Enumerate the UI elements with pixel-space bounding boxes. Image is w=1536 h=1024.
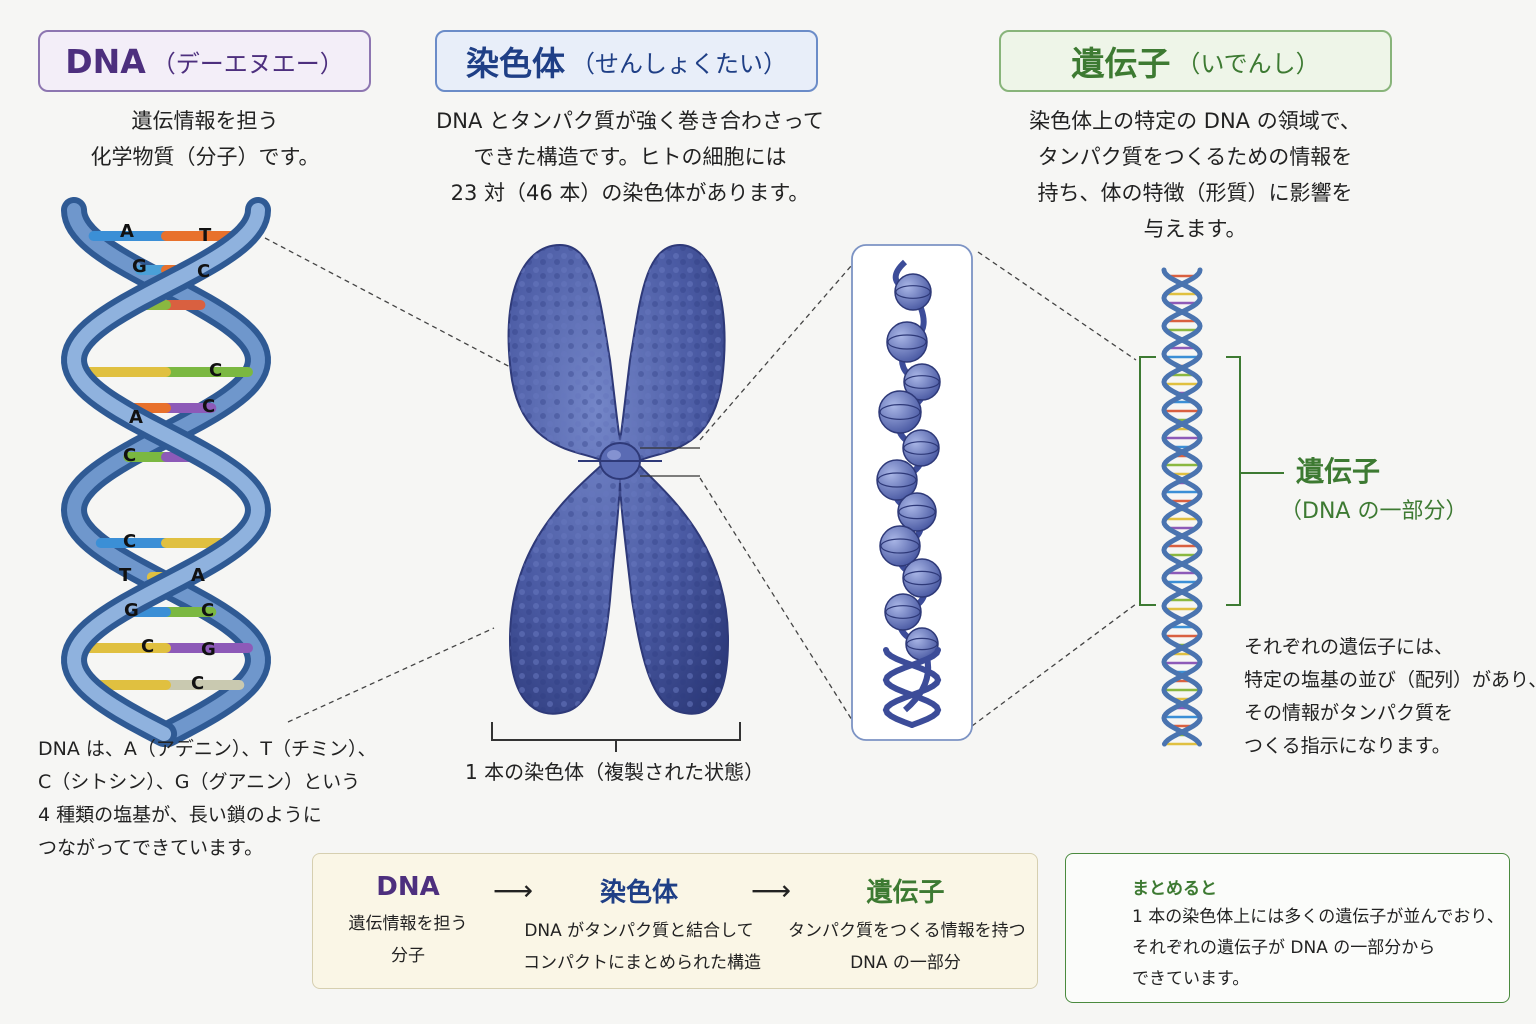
dna-description: 遺伝情報を担う 化学物質（分子）です。 — [60, 103, 350, 175]
summary-dna-title: DNA — [376, 872, 440, 902]
summary-dna: DNA 遺伝情報を担う 分子 — [333, 872, 483, 972]
gene-desc-line: 持ち、体の特徴（形質）に影響を — [1037, 181, 1353, 205]
gene-note-line: 特定の塩基の並び（配列）があり、 — [1244, 669, 1536, 691]
summary-chromosome-title: 染色体 — [599, 878, 678, 908]
gene-description: 染色体上の特定の DNA の領域で、 タンパク質をつくるための情報を 持ち、体の… — [1000, 103, 1390, 247]
chromosome-description: DNA とタンパク質が強く巻き合わさって できた構造です。ヒトの細胞には 23 … — [420, 103, 840, 211]
base-letter: C — [202, 396, 216, 417]
summary-box: DNA 遺伝情報を担う 分子 ⟶ 染色体 DNA がタンパク質と結合して コンパ… — [312, 853, 1038, 989]
conclusion-text: 1 本の染色体上には多くの遺伝子が並んでおり、 それぞれの遺伝子が DNA の一… — [1132, 902, 1504, 995]
dna-reading: （デーエヌエー） — [151, 49, 344, 78]
conclusion-box: まとめると 1 本の染色体上には多くの遺伝子が並んでおり、 それぞれの遺伝子が … — [1065, 853, 1510, 1003]
connector-lines — [264, 237, 1137, 727]
dna-note-line: C（シトシン）、G（グアニン）という — [38, 771, 361, 793]
chromosome-desc-line: できた構造です。ヒトの細胞には — [473, 145, 787, 169]
chromosome-caption: 1 本の染色体（複製された状態） — [465, 760, 765, 784]
gene-desc-line: タンパク質をつくるための情報を — [1037, 145, 1353, 169]
summary-chromosome-line: コンパクトにまとめられた構造 — [523, 953, 761, 973]
gene-label-sub: （DNA の一部分） — [1280, 499, 1468, 524]
gene-helix — [1161, 267, 1203, 747]
base-letter: C — [123, 531, 137, 552]
base-letter: T — [199, 225, 212, 246]
dna-desc-line: 遺伝情報を担う — [131, 109, 279, 133]
base-letter: C — [141, 636, 155, 657]
base-letter: A — [129, 407, 143, 428]
gene-reading: （いでんし） — [1176, 49, 1320, 78]
gene-note-line: つくる指示になります。 — [1244, 735, 1451, 757]
conclusion-line: 1 本の染色体上には多くの遺伝子が並んでおり、 — [1132, 907, 1504, 927]
chromosome-title: 染色体 — [466, 44, 565, 83]
dna-note-line: つながってできています。 — [38, 837, 264, 859]
dna-desc-line: 化学物質（分子）です。 — [90, 145, 320, 169]
summary-gene-title: 遺伝子 — [866, 878, 945, 908]
base-letter: C — [209, 360, 223, 381]
conclusion-line: それぞれの遺伝子が DNA の一部分から — [1132, 938, 1436, 958]
summary-gene-line: DNA の一部分 — [850, 953, 961, 973]
conclusion-line: できています。 — [1132, 969, 1250, 989]
dna-title-box: DNA （デーエヌエー） — [38, 30, 371, 92]
chromosome-title-box: 染色体 （せんしょくたい） — [435, 30, 818, 92]
gene-title: 遺伝子 — [1071, 44, 1171, 83]
base-letter: A — [120, 221, 134, 242]
base-letter: G — [132, 256, 147, 277]
coiled-dna-zoom — [851, 244, 973, 741]
gene-desc-line: 染色体上の特定の DNA の領域で、 — [1029, 109, 1361, 133]
summary-dna-line: 遺伝情報を担う — [348, 914, 468, 934]
base-letter: G — [201, 639, 216, 660]
summary-chromosome-line: DNA がタンパク質と結合して — [524, 921, 754, 941]
gene-title-box: 遺伝子 （いでんし） — [999, 30, 1392, 92]
dna-title: DNA — [65, 41, 146, 81]
dna-note-line: 4 種類の塩基が、長い鎖のように — [38, 804, 322, 826]
chromosome-desc-line: 23 対（46 本）の染色体があります。 — [450, 181, 810, 205]
base-letter: C — [191, 673, 205, 694]
gene-note-line: それぞれの遺伝子には、 — [1244, 636, 1454, 658]
conclusion-title: まとめると — [1132, 879, 1217, 899]
dna-note-line: DNA は、A（アデニン）、T（チミン）、 — [38, 738, 377, 760]
summary-chromosome: 染色体 DNA がタンパク質と結合して コンパクトにまとめられた構造 — [523, 872, 761, 979]
base-letter: G — [124, 600, 139, 621]
base-letter: T — [119, 565, 132, 586]
dna-note: DNA は、A（アデニン）、T（チミン）、 C（シトシン）、G（グアニン）という… — [38, 733, 377, 865]
chromosome-bracket — [491, 722, 741, 752]
summary-gene-line: タンパク質をつくる情報を持つ — [788, 921, 1026, 941]
chromosome-illustration — [507, 243, 730, 715]
dna-helix — [60, 197, 272, 747]
base-letter: C — [201, 600, 215, 621]
summary-arrow: ⟶ — [751, 874, 792, 907]
summary-dna-line: 分子 — [391, 946, 425, 966]
chromosome-reading: （せんしょくたい） — [571, 49, 787, 78]
gene-label: 遺伝子 — [1296, 455, 1381, 488]
base-letter: C — [197, 261, 211, 282]
gene-desc-line: 与えます。 — [1143, 217, 1247, 241]
chromosome-desc-line: DNA とタンパク質が強く巻き合わさって — [436, 109, 824, 133]
summary-gene: 遺伝子 タンパク質をつくる情報を持つ DNA の一部分 — [788, 872, 1026, 979]
gene-note-line: その情報がタンパク質を — [1244, 702, 1454, 724]
gene-bracket — [1139, 356, 1284, 606]
summary-arrow: ⟶ — [493, 874, 534, 907]
gene-note: それぞれの遺伝子には、 特定の塩基の並び（配列）があり、 その情報がタンパク質を… — [1244, 631, 1536, 763]
base-letter: C — [123, 445, 137, 466]
base-letter: A — [191, 565, 205, 586]
